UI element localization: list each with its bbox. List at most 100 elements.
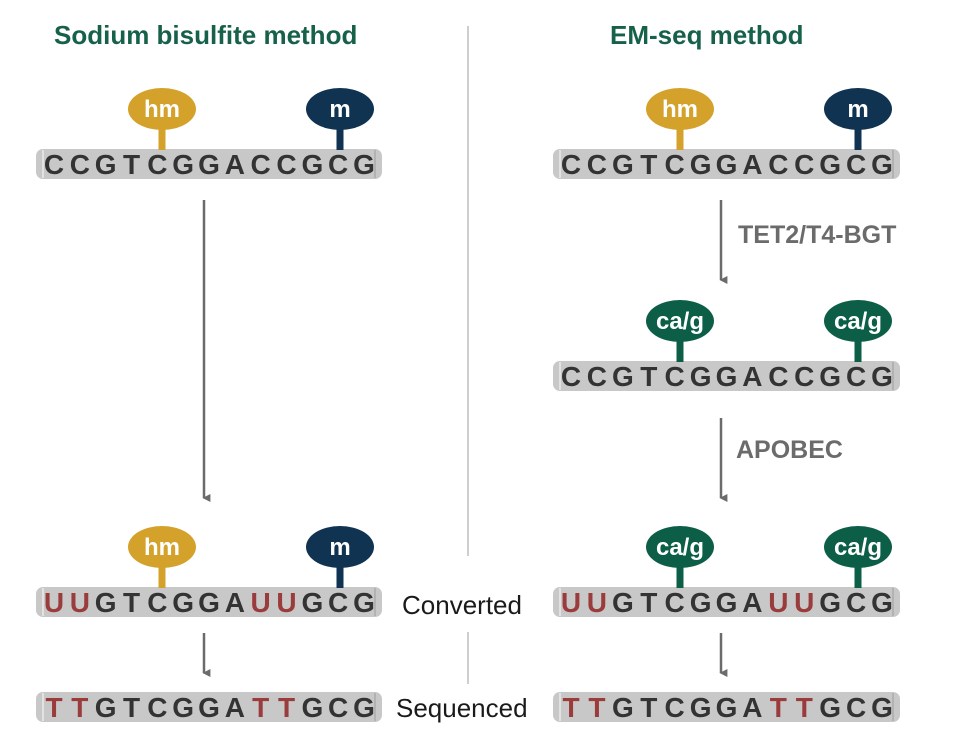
pin-right-conv-2-stem — [854, 558, 862, 588]
base-letter: C — [768, 149, 788, 180]
step1-label: TET2/T4-BGT — [738, 221, 897, 249]
base-letter: U — [251, 587, 271, 618]
base-letter: G — [871, 149, 893, 180]
base-letter: G — [716, 149, 738, 180]
base-letter: C — [276, 149, 296, 180]
base-letter: T — [770, 692, 787, 723]
pin-left-conv-1 — [128, 526, 196, 568]
base-letter: T — [252, 692, 269, 723]
base-letter: G — [716, 587, 738, 618]
base-letter: A — [742, 149, 762, 180]
pin-right-top-2 — [824, 88, 892, 130]
pin-left-top-2-stem — [336, 120, 344, 150]
base-letter: G — [690, 149, 712, 180]
strand-right-intermediate — [553, 361, 900, 391]
strand-left-converted — [36, 587, 382, 617]
base-letter: G — [95, 692, 117, 723]
pin-left-top-1-label: hm — [144, 96, 180, 123]
pin-right-top-1-stem — [676, 120, 684, 150]
pin-right-top-1-label: hm — [662, 96, 698, 123]
base-letter: C — [70, 149, 90, 180]
base-letter: U — [768, 587, 788, 618]
base-letter: C — [794, 361, 814, 392]
base-letter: G — [612, 149, 634, 180]
base-letter: G — [612, 361, 634, 392]
pin-right-top-2-label: m — [847, 96, 868, 123]
sequenced-label: Sequenced — [396, 693, 528, 723]
pin-left-conv-2 — [306, 526, 374, 568]
base-letter: G — [301, 587, 323, 618]
pin-right-top-2-stem — [854, 120, 862, 150]
base-letter: G — [716, 361, 738, 392]
base-letter: C — [846, 587, 866, 618]
base-letter: T — [640, 692, 657, 723]
base-letter: C — [147, 692, 167, 723]
base-letter: T — [562, 692, 579, 723]
base-letter: G — [95, 149, 117, 180]
base-letter: C — [665, 361, 685, 392]
base-letter: C — [794, 149, 814, 180]
base-letter: G — [819, 361, 841, 392]
pin-right-top-1 — [646, 88, 714, 130]
pin-left-top-1 — [128, 88, 196, 130]
base-letter: U — [44, 587, 64, 618]
base-letter: A — [225, 692, 245, 723]
base-letter: T — [278, 692, 295, 723]
pin-left-top-2 — [306, 88, 374, 130]
base-letter: G — [690, 361, 712, 392]
base-letter: C — [147, 587, 167, 618]
base-letter: C — [328, 149, 348, 180]
base-letter: G — [871, 361, 893, 392]
base-letter: C — [561, 149, 581, 180]
base-letter: C — [846, 149, 866, 180]
base-letter: A — [225, 149, 245, 180]
base-letter: T — [588, 692, 605, 723]
pin-left-conv-2-stem — [336, 558, 344, 588]
strand-right-original — [553, 149, 900, 179]
base-letter: C — [561, 361, 581, 392]
right-title: EM-seq method — [610, 20, 804, 50]
base-letter: G — [871, 692, 893, 723]
base-letter: A — [742, 361, 762, 392]
left-title: Sodium bisulfite method — [54, 20, 358, 50]
base-letter: G — [353, 149, 375, 180]
pin-right-conv-1-label: ca/g — [656, 534, 704, 561]
base-letter: G — [819, 149, 841, 180]
base-letter: T — [71, 692, 88, 723]
base-letter: C — [147, 149, 167, 180]
base-letter: G — [819, 587, 841, 618]
base-letter: T — [640, 587, 657, 618]
base-letter: G — [172, 149, 194, 180]
pin-right-conv-1-stem — [676, 558, 684, 588]
base-letter: T — [123, 149, 140, 180]
base-letter: G — [301, 692, 323, 723]
base-letter: A — [742, 587, 762, 618]
base-letter: G — [198, 149, 220, 180]
base-letter: T — [123, 692, 140, 723]
pin-right-conv-2 — [824, 526, 892, 568]
base-letter: U — [794, 587, 814, 618]
pin-left-conv-1-stem — [158, 558, 166, 588]
base-letter: G — [198, 692, 220, 723]
pin-left-conv-1-label: hm — [144, 534, 180, 561]
strand-right-sequenced — [553, 692, 900, 722]
base-letter: G — [353, 587, 375, 618]
base-letter: U — [70, 587, 90, 618]
base-letter: T — [640, 361, 657, 392]
pin-right-mid-1 — [646, 300, 714, 342]
base-letter: T — [123, 587, 140, 618]
converted-label: Converted — [402, 590, 522, 620]
base-letter: G — [95, 587, 117, 618]
base-letter: G — [198, 587, 220, 618]
base-letter: G — [690, 692, 712, 723]
base-letter: U — [561, 587, 581, 618]
pin-right-conv-1 — [646, 526, 714, 568]
base-letter: G — [690, 587, 712, 618]
base-letter: C — [328, 692, 348, 723]
base-letter: G — [353, 692, 375, 723]
base-letter: G — [716, 692, 738, 723]
strand-left-original — [36, 149, 382, 179]
base-letter: T — [796, 692, 813, 723]
base-letter: C — [846, 692, 866, 723]
